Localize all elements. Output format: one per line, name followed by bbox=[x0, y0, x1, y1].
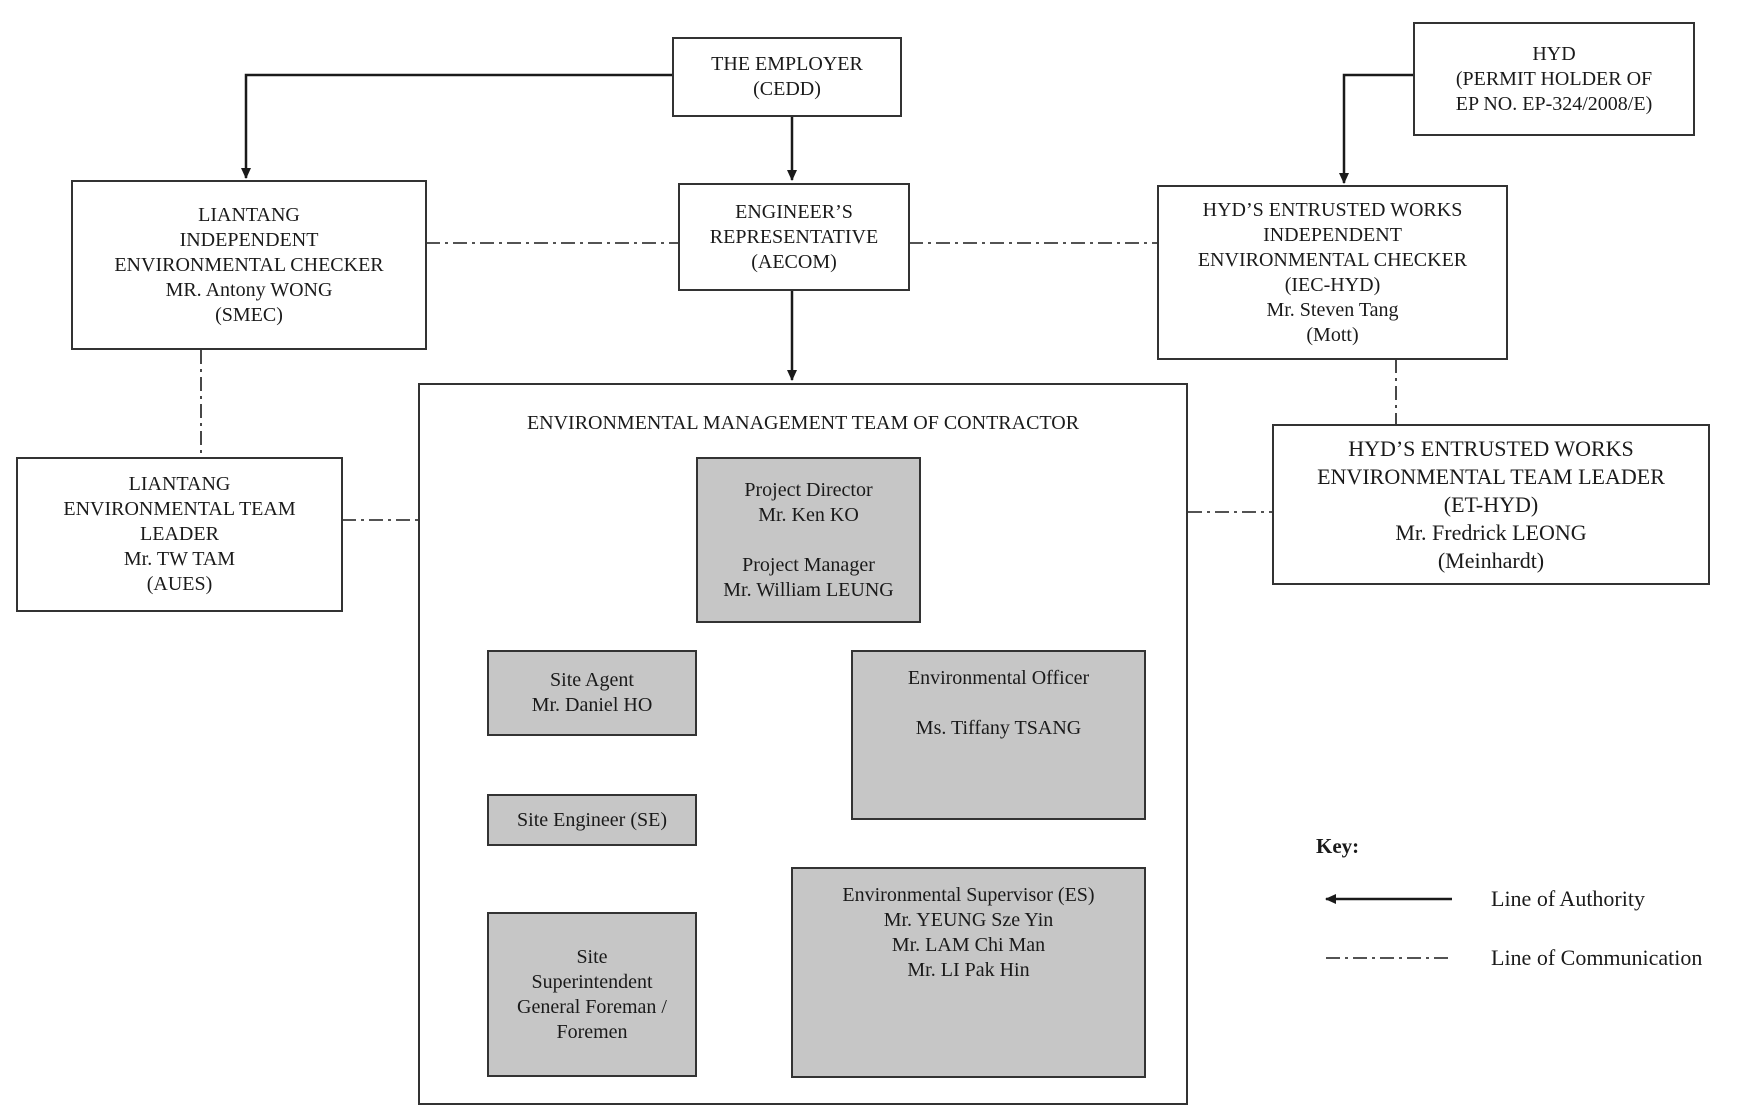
box-text-line: Site Agent bbox=[550, 669, 634, 691]
box-text-line: Mr. LAM Chi Man bbox=[891, 934, 1046, 956]
box-text-line: MR. Antony WONG bbox=[165, 278, 333, 301]
box-text-line: Project Director bbox=[744, 478, 873, 501]
box-text-line: Foremen bbox=[556, 1020, 628, 1043]
employer-box: THE EMPLOYER (CEDD) bbox=[672, 37, 902, 117]
authority-line-employer-to-liantang-iec bbox=[241, 73, 674, 179]
box-text-line: LIANTANG bbox=[198, 203, 300, 226]
box-text-line: (Meinhardt) bbox=[1437, 547, 1545, 573]
box-text-line: INDEPENDENT bbox=[179, 228, 319, 251]
box-text-line: Mr. Steven Tang bbox=[1266, 298, 1399, 321]
box-text-line: Environmental Officer bbox=[907, 667, 1090, 689]
box-text-line: THE EMPLOYER bbox=[711, 53, 863, 75]
box-text-line: HYD’S ENTRUSTED WORKS bbox=[1202, 198, 1463, 221]
box-text-line: (SMEC) bbox=[215, 303, 283, 326]
box-text-line: INDEPENDENT bbox=[1263, 223, 1402, 246]
box-text-line: Site Engineer (SE) bbox=[517, 808, 667, 831]
box-text-line: ENVIRONMENTAL CHECKER bbox=[114, 253, 384, 276]
box-text-line: (PERMIT HOLDER OF bbox=[1455, 67, 1653, 90]
box-text-line: Ms. Tiffany TSANG bbox=[915, 717, 1082, 739]
box-text-line: Mr. Ken KO bbox=[758, 503, 859, 526]
box-text-line: ENVIRONMENTAL TEAM LEADER bbox=[1317, 463, 1665, 489]
box-text-line: Mr. Daniel HO bbox=[531, 694, 653, 716]
box-text-line: Mr. LI Pak Hin bbox=[907, 959, 1030, 981]
box-text-line: ENVIRONMENTAL CHECKER bbox=[1197, 248, 1468, 271]
box-text-line: Project Manager bbox=[742, 553, 875, 576]
box-text-line: (Mott) bbox=[1306, 323, 1359, 346]
box-text-line: REPRESENTATIVE bbox=[709, 225, 879, 248]
key-label-authority: Line of Authority bbox=[1491, 886, 1645, 911]
contractor-team-title: ENVIRONMENTAL MANAGEMENT TEAM OF CONTRAC… bbox=[526, 412, 1080, 434]
liantang-et-leader-box: LIANTANG ENVIRONMENTAL TEAM LEADER Mr. TW T… bbox=[16, 457, 343, 612]
authority-line-hyd-to-hyd-iec bbox=[1339, 73, 1414, 184]
box-text-line: (IEC-HYD) bbox=[1284, 273, 1381, 296]
box-text-line: HYD bbox=[1532, 42, 1576, 65]
box-text-line: (AUES) bbox=[146, 573, 213, 595]
box-text-line: ENVIRONMENTAL TEAM bbox=[63, 498, 296, 520]
box-text-line: LEADER bbox=[140, 523, 219, 545]
box-text-line: Superintendent bbox=[531, 970, 653, 993]
box-text-line: (CEDD) bbox=[753, 78, 821, 100]
box-text-line: Site bbox=[576, 945, 608, 968]
box-text-line: Mr. Fredrick LEONG bbox=[1395, 519, 1587, 545]
key-title: Key: bbox=[1316, 834, 1360, 858]
box-text-line: (AECOM) bbox=[751, 250, 837, 273]
box-text-line: (ET-HYD) bbox=[1443, 491, 1539, 517]
box-text-line: Mr. YEUNG Sze Yin bbox=[883, 909, 1054, 931]
box-text-line: EP NO. EP-324/2008/E) bbox=[1455, 92, 1653, 115]
box-text-line: General Foreman / bbox=[517, 995, 667, 1018]
box-text-line: HYD’S ENTRUSTED WORKS bbox=[1348, 435, 1634, 461]
key-label-communication: Line of Communication bbox=[1491, 945, 1703, 970]
box-text-line: ENGINEER’S bbox=[735, 200, 853, 223]
box-text-line: LIANTANG bbox=[128, 473, 231, 495]
site-engineer-box: Site Engineer (SE) bbox=[487, 794, 697, 846]
box-text-line: Environmental Supervisor (ES) bbox=[842, 884, 1095, 906]
box-text-line: Mr. TW TAM bbox=[123, 548, 236, 570]
environmental-supervisor-box: Environmental Supervisor (ES) Mr. YEUNG S… bbox=[791, 867, 1146, 1078]
box-text-line: Mr. William LEUNG bbox=[723, 578, 894, 601]
